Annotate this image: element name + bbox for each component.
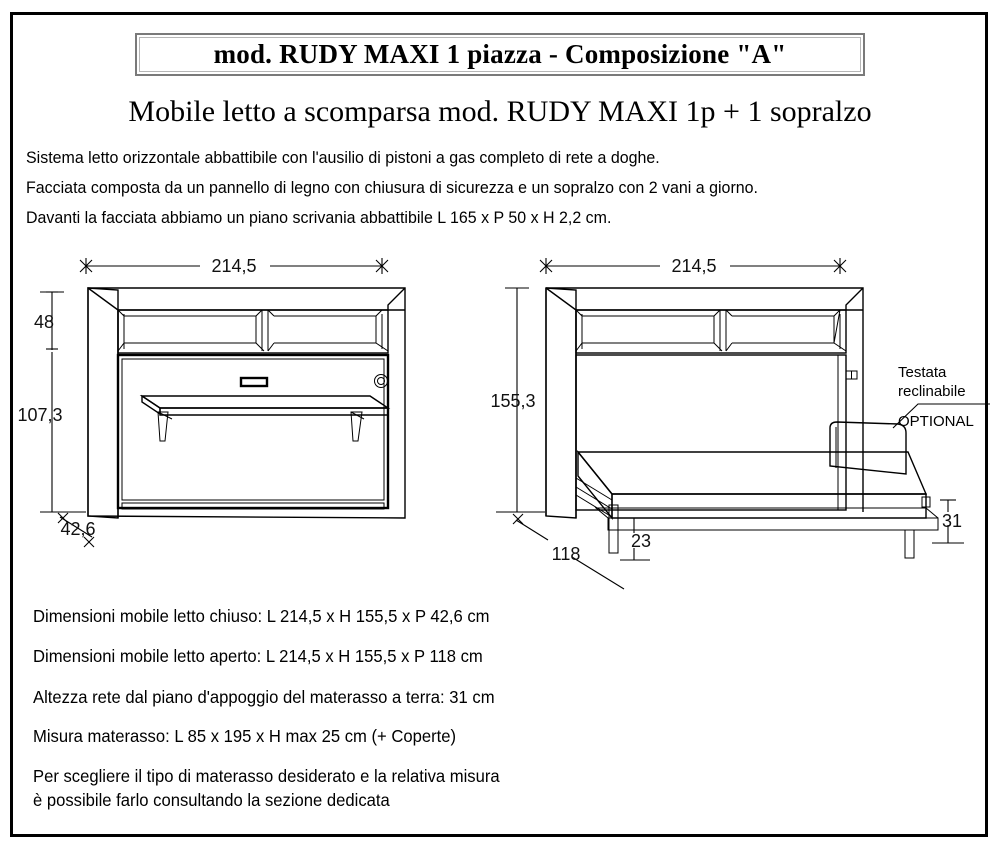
intro-line: Davanti la facciata abbiamo un piano scr…	[26, 208, 612, 227]
page-title: mod. RUDY MAXI 1 piazza - Composizione "…	[213, 39, 787, 69]
spec-line: Per scegliere il tipo di materasso desid…	[33, 766, 500, 786]
spec-line: Dimensioni mobile letto chiuso: L 214,5 …	[33, 606, 490, 626]
spec-line: è possibile farlo consultando la sezione…	[33, 790, 390, 810]
intro-line: Sistema letto orizzontale abbattibile co…	[26, 148, 660, 167]
subtitle: Mobile letto a scomparsa mod. RUDY MAXI …	[128, 95, 872, 128]
title-box-inner-rule	[139, 37, 861, 72]
spec-line: Altezza rete dal piano d'appoggio del ma…	[33, 687, 495, 707]
page-border	[10, 12, 988, 837]
intro-line: Facciata composta da un pannello di legn…	[26, 178, 758, 197]
spec-line: Dimensioni mobile letto aperto: L 214,5 …	[33, 646, 483, 666]
spec-line: Misura materasso: L 85 x 195 x H max 25 …	[33, 726, 457, 746]
title-box: mod. RUDY MAXI 1 piazza - Composizione "…	[135, 33, 865, 76]
